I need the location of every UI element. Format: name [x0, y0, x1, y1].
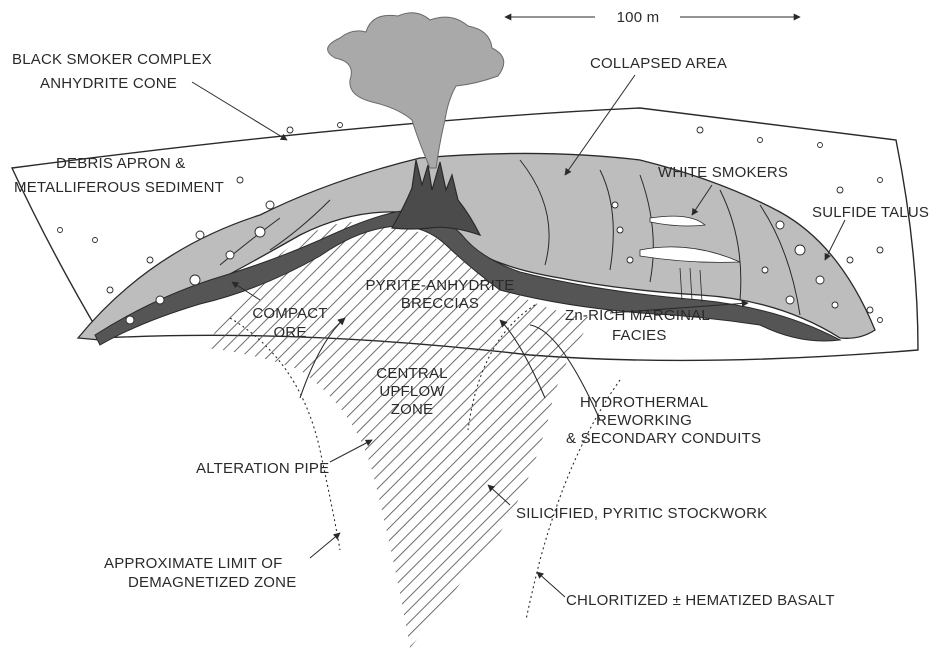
label-hydrothermal: HYDROTHERMAL: [580, 394, 708, 411]
label-anhydrite-cone: ANHYDRITE CONE: [40, 75, 177, 92]
label-collapsed-area: COLLAPSED AREA: [590, 55, 727, 72]
label-upflow: UPFLOW: [379, 383, 445, 400]
label-ore: ORE: [273, 324, 306, 341]
label-silicified-stockwork: SILICIFIED, PYRITIC STOCKWORK: [516, 505, 767, 522]
label-debris-apron: DEBRIS APRON &: [56, 155, 186, 172]
label-central: CENTRAL: [376, 365, 447, 382]
label-metalliferous-sediment: METALLIFEROUS SEDIMENT: [14, 179, 224, 196]
label-demagnetized-zone: DEMAGNETIZED ZONE: [128, 574, 296, 591]
scale-bar-label: 100 m: [617, 9, 660, 26]
label-sulfide-talus: SULFIDE TALUS: [812, 204, 929, 221]
label-black-smoker-complex: BLACK SMOKER COMPLEX: [12, 51, 212, 68]
label-facies: FACIES: [612, 327, 667, 344]
label-breccias: BRECCIAS: [401, 295, 479, 312]
label-reworking: REWORKING: [596, 412, 692, 429]
label-alteration-pipe: ALTERATION PIPE: [196, 460, 329, 477]
label-compact: COMPACT: [252, 305, 327, 322]
label-white-smokers: WHITE SMOKERS: [658, 164, 788, 181]
label-zn-rich: Zn-RICH MARGINAL: [565, 307, 710, 324]
label-pyrite-anhydrite: PYRITE-ANHYDRITE: [365, 277, 514, 294]
label-approx-limit: APPROXIMATE LIMIT OF: [104, 555, 282, 572]
label-chloritized-basalt: CHLORITIZED ± HEMATIZED BASALT: [566, 592, 835, 609]
label-zone: ZONE: [391, 401, 433, 418]
label-secondary-conduits: & SECONDARY CONDUITS: [566, 430, 761, 447]
